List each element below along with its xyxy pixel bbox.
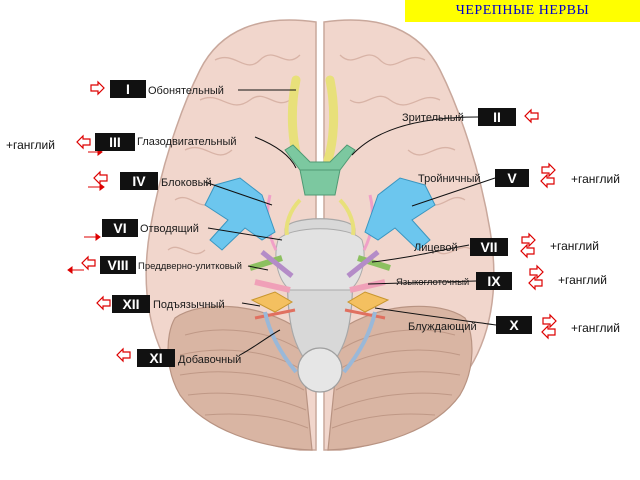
nerve-label-XII: Подъязычный	[153, 299, 225, 311]
numeral-badge-I: I	[110, 80, 146, 98]
nerve-label-I: Обонятельный	[148, 85, 224, 97]
numeral-badge-II: II	[478, 108, 516, 126]
ganglion-label-V: +ганглий	[571, 172, 620, 186]
oculomotor-left	[284, 198, 302, 236]
swap-arrow-icon-V-a	[541, 162, 556, 178]
left-arrow-icon-VIII	[81, 255, 96, 271]
numeral-badge-VIII: VIII	[100, 256, 136, 274]
numeral-badge-XI: XI	[137, 349, 175, 367]
numeral-badge-V: V	[495, 169, 529, 187]
ganglion-label-VII: +ганглий	[550, 239, 599, 253]
nerve-label-XI: Добавочный	[178, 354, 242, 366]
swap-arrow-icon-IX-a	[529, 264, 544, 280]
glossopharyngeal-left	[254, 279, 291, 293]
hypoglossal-left	[254, 308, 296, 320]
ganglion-label-X: +ганглий	[571, 321, 620, 335]
nerve-label-IV: Блоковый	[161, 177, 212, 189]
left-arrow-icon-II	[524, 108, 539, 124]
nerve-label-III: Глазодвигательный	[137, 136, 237, 148]
facial-left	[249, 255, 283, 271]
leader-lines	[204, 89, 497, 356]
vagus-left	[250, 291, 293, 313]
swap-arrow-icon-IX-b	[528, 275, 543, 291]
facial-right	[357, 255, 391, 271]
numeral-badge-III: III	[95, 133, 135, 151]
nerve-label-V: Тройничный	[418, 173, 481, 185]
accessory-left	[263, 311, 298, 374]
hypoglossal-right	[344, 308, 386, 320]
diagram-title: ЧЕРЕПНЫЕ НЕРВЫ	[405, 0, 640, 22]
optic-chiasm	[284, 144, 356, 196]
cerebellum-left	[167, 305, 313, 451]
oculomotor-right	[338, 198, 356, 236]
nerve-label-VIII: Преддверно-улитковый	[138, 261, 242, 272]
abducens-left	[260, 250, 294, 278]
numeral-badge-VII: VII	[470, 238, 508, 256]
accessory-right	[342, 311, 377, 374]
numeral-badge-VI: VI	[102, 219, 138, 237]
left-arrow-icon-IV	[93, 170, 108, 186]
numeral-badge-IV: IV	[120, 172, 158, 190]
swap-arrow-icon-VII-b	[520, 243, 535, 259]
arrow-icons	[76, 80, 557, 363]
thin-arrow-icons	[67, 148, 105, 274]
trigeminal-left	[204, 177, 276, 251]
ganglion-label-III: +ганглий	[6, 138, 55, 152]
left-arrow-icon-III	[76, 134, 91, 150]
nerve-label-X: Блуждающий	[408, 321, 477, 333]
olfactory-tract-right	[323, 75, 339, 165]
vagus-right	[347, 291, 390, 313]
left-arrow-icon-XI	[116, 347, 131, 363]
numeral-badge-X: X	[496, 316, 532, 334]
nerve-label-VI: Отводящий	[140, 223, 199, 235]
nerve-label-II: Зрительный	[402, 112, 464, 124]
pons	[275, 228, 365, 291]
swap-arrow-icon-X-a	[542, 313, 557, 329]
swap-arrow-icon-V-b	[540, 173, 555, 189]
nerve-label-IX: Языкоглоточный	[396, 277, 470, 288]
swap-arrow-icon-X-b	[541, 324, 556, 340]
trigeminal-right	[364, 177, 436, 251]
swap-arrow-icon-VII-a	[521, 232, 536, 248]
left-arrow-icon-XII	[96, 295, 111, 311]
numeral-badge-IX: IX	[476, 272, 512, 290]
abducens-right	[346, 250, 380, 278]
medulla	[297, 347, 343, 393]
numeral-badge-XII: XII	[112, 295, 150, 313]
right-arrow-icon-I	[90, 80, 105, 96]
ganglion-label-IX: +ганглий	[558, 273, 607, 287]
nerve-label-VII: Лицевой	[414, 242, 458, 254]
